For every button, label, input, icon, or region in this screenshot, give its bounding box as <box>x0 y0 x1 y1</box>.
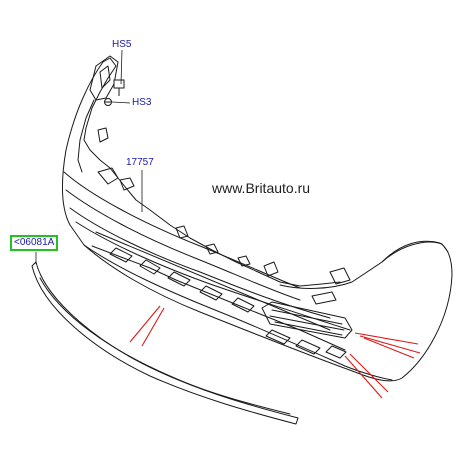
mount-tab <box>97 167 119 185</box>
face-line <box>75 221 351 331</box>
pointer-line <box>344 355 383 399</box>
lower-spoiler-strip <box>31 261 299 425</box>
bumper-inner-edge <box>77 99 95 173</box>
mount-tab <box>263 261 279 277</box>
bumper-top-edge <box>83 57 341 287</box>
fog-lamp-cutout <box>311 291 337 305</box>
callout-17757: 17757 <box>126 157 154 168</box>
pointer-line <box>354 332 419 345</box>
watermark-text: www.Britauto.ru <box>212 180 311 196</box>
pointer-line <box>349 353 389 393</box>
face-line <box>69 207 331 319</box>
face-line <box>63 171 301 289</box>
mount-tab <box>175 225 189 239</box>
bumper-cover-outline <box>62 61 453 382</box>
callout-06081a: <06081A <box>10 235 59 251</box>
pointer-line <box>363 337 415 359</box>
callout-hs5: HS5 <box>112 39 132 50</box>
lower-grille <box>95 231 331 331</box>
screw-icon <box>113 79 125 96</box>
mount-tab <box>205 243 219 255</box>
mount-tab <box>329 267 351 285</box>
mount-tab <box>119 177 135 191</box>
pointer-line <box>129 305 161 343</box>
leader-hs3 <box>111 101 131 104</box>
face-line <box>65 189 301 301</box>
pointer-line <box>359 335 421 354</box>
clip-icon <box>104 98 112 106</box>
bumper-right-wing <box>381 241 449 263</box>
leader-hs5 <box>120 49 123 85</box>
lower-vent-recess <box>261 301 353 339</box>
callout-hs3: HS3 <box>132 97 152 108</box>
mount-tab <box>97 127 109 143</box>
side-bracket <box>89 55 119 101</box>
pointer-line <box>141 307 165 347</box>
bumper-lower-edge <box>83 244 393 381</box>
